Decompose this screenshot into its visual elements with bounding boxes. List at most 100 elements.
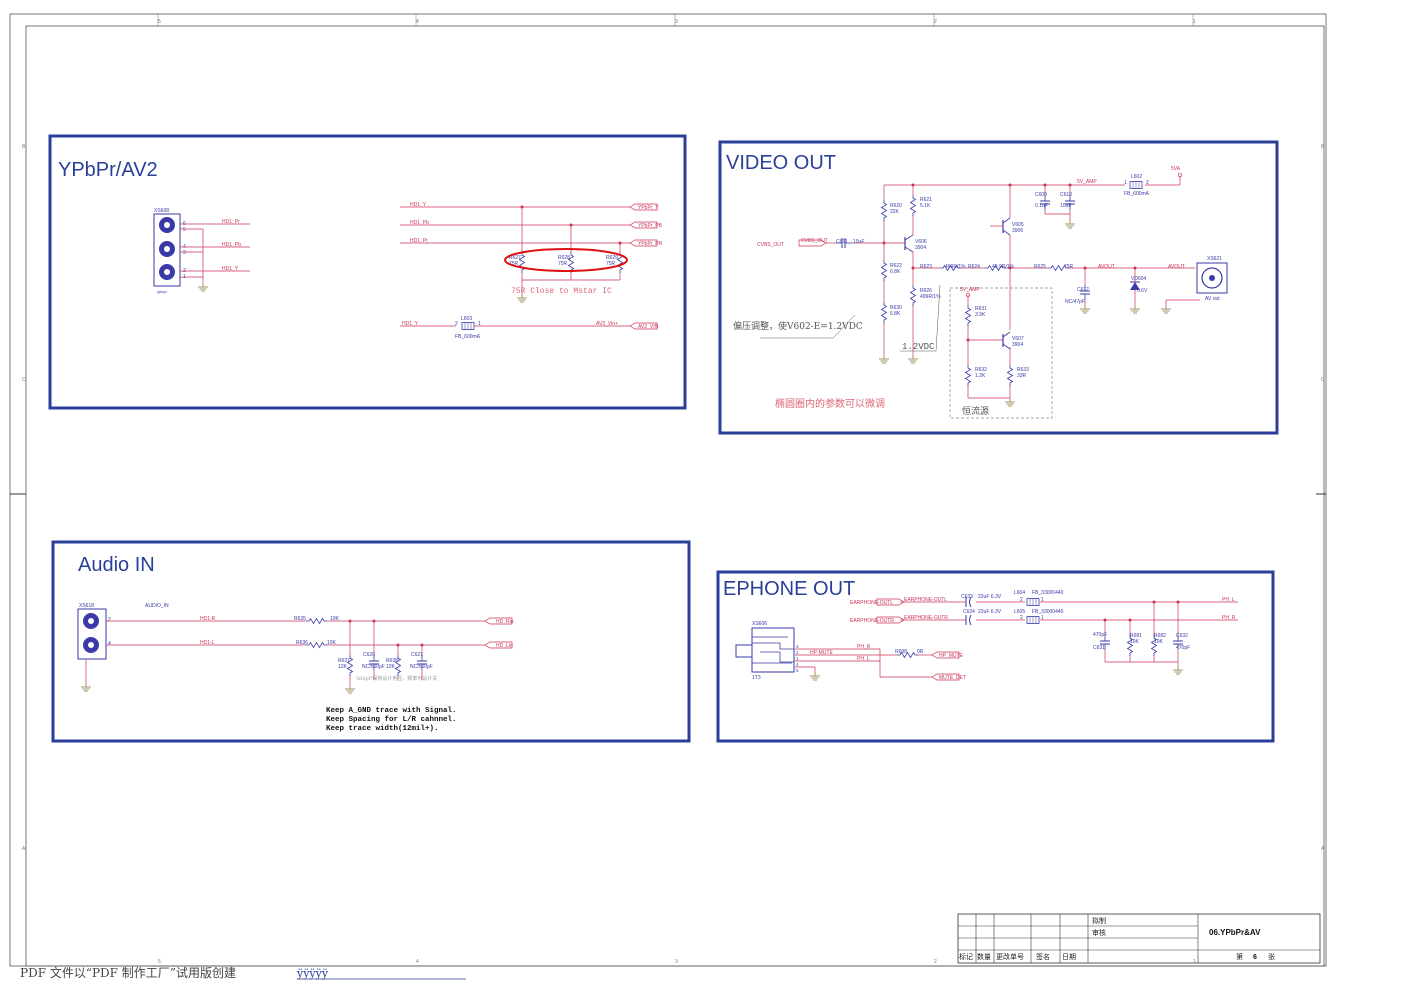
svg-text:1.2K: 1.2K xyxy=(975,373,986,379)
svg-text:R637: R637 xyxy=(338,658,350,664)
svg-text:更改单号: 更改单号 xyxy=(996,952,1024,961)
net-label: AV3_Vin+ xyxy=(596,321,618,327)
layout-note: Keep trace width(12mil+). xyxy=(326,725,439,733)
svg-text:R621: R621 xyxy=(920,197,932,203)
svg-text:470pF: 470pF xyxy=(1093,632,1107,638)
svg-text:FB_600mA: FB_600mA xyxy=(1124,191,1150,197)
block-title: Audio IN xyxy=(78,554,155,576)
svg-text:10uF: 10uF xyxy=(1060,203,1071,209)
port-label: YPbPr_Y xyxy=(638,205,659,211)
port-label: YPbPr_PB xyxy=(638,223,663,229)
svg-text:R638: R638 xyxy=(386,658,398,664)
svg-text:L604: L604 xyxy=(1014,590,1025,596)
svg-text:5.6V: 5.6V xyxy=(1137,288,1148,294)
svg-text:5: 5 xyxy=(183,227,186,233)
svg-text:R682: R682 xyxy=(1154,633,1166,639)
block-ypbpr: YPbPr/AV2 XS608 ypbpr 6 5 4 3 2 1 xyxy=(48,134,687,410)
svg-text:R633: R633 xyxy=(1017,367,1029,373)
col-marker: 1 xyxy=(1193,959,1196,965)
svg-text:75R: 75R xyxy=(1064,264,1074,270)
ref-label: L603 xyxy=(461,316,472,322)
net-label: HD1-L xyxy=(200,640,215,646)
col-marker: 2 xyxy=(934,19,937,25)
svg-text:0.1uF: 0.1uF xyxy=(1035,203,1048,209)
net-label: AUDIO_IN xyxy=(145,603,169,609)
svg-text:标记: 标记 xyxy=(959,952,973,961)
value-label: 75R xyxy=(558,261,568,267)
svg-text:XS618: XS618 xyxy=(79,603,94,609)
block-title: VIDEO OUT xyxy=(726,152,836,174)
footer-text: PDF 文件以“PDF 制作工厂”试用版创建 xyxy=(20,965,236,980)
svg-text:R681: R681 xyxy=(1130,633,1142,639)
ref-label: R627 xyxy=(509,255,521,261)
svg-text:C632: C632 xyxy=(1176,633,1188,639)
svg-text:拟制: 拟制 xyxy=(1092,916,1106,925)
net-label: EARPHONE-OUTR xyxy=(904,615,948,621)
svg-text:L605: L605 xyxy=(1014,609,1025,615)
svg-text:NC/47pF: NC/47pF xyxy=(1065,299,1085,305)
col-marker: 2 xyxy=(934,959,937,965)
svg-text:R622: R622 xyxy=(890,263,902,269)
svg-text:ypbpr: ypbpr xyxy=(157,289,168,294)
svg-text:R636: R636 xyxy=(296,640,308,646)
video-wires xyxy=(825,176,1200,399)
col-marker: 4 xyxy=(416,959,419,965)
svg-text:C612: C612 xyxy=(1077,287,1089,293)
svg-text:49.9R/1%: 49.9R/1% xyxy=(992,264,1015,270)
tuning-ellipse xyxy=(504,248,628,272)
svg-text:2: 2 xyxy=(455,321,458,327)
value-label: 10uF xyxy=(853,239,864,245)
small-note: 560pF保持设计电压，频率可设计关 xyxy=(356,675,437,682)
net-label: HP-MUTE xyxy=(810,650,833,656)
page-number: 6 xyxy=(1253,954,1257,961)
block-audio-in: Audio IN XS618 AUDIO_IN 2 4 xyxy=(51,540,691,743)
bias-note: 偏压调整，使V602-E=1.2VDC xyxy=(733,320,863,332)
svg-text:33R: 33R xyxy=(1017,373,1027,379)
net-label: HD1_Y xyxy=(410,202,427,208)
svg-text:1T3: 1T3 xyxy=(752,675,761,681)
svg-text:1: 1 xyxy=(1124,180,1127,186)
footer-link[interactable]: ÿÿÿÿÿ xyxy=(296,967,329,980)
svg-text:第: 第 xyxy=(1236,952,1243,961)
svg-text:470pF: 470pF xyxy=(1176,645,1190,651)
net-label: HD1-R xyxy=(200,616,216,622)
svg-text:4: 4 xyxy=(796,662,799,667)
layout-note: 75R Close to Mstar IC xyxy=(511,287,612,296)
svg-text:C631: C631 xyxy=(1093,645,1105,651)
value-label: FB_600mA xyxy=(455,334,481,340)
drawing-frame: 5 4 3 2 1 5 4 3 2 1 B C A B C A xyxy=(9,13,1327,967)
svg-text:C609: C609 xyxy=(1035,192,1047,198)
net-label: HD1_Pb xyxy=(410,220,429,226)
svg-text:FB_33000440: FB_33000440 xyxy=(1032,590,1064,596)
col-marker: 5 xyxy=(158,19,161,25)
svg-text:10K: 10K xyxy=(327,640,337,646)
transistor-v606 xyxy=(904,234,914,253)
svg-text:6.8K: 6.8K xyxy=(890,311,901,317)
svg-text:AV out: AV out xyxy=(1205,296,1220,302)
net-label: PH_R xyxy=(857,644,871,650)
current-source-box xyxy=(949,287,1053,419)
value-label: 75R xyxy=(509,261,519,267)
svg-text:3: 3 xyxy=(796,644,799,649)
ellipse-note: 椭圆圈内的参数可以微调 xyxy=(775,397,885,410)
svg-text:R630: R630 xyxy=(890,305,902,311)
port-label: CVBS_OUT xyxy=(757,242,784,248)
svg-text:1: 1 xyxy=(796,656,799,661)
ypbpr-left-wires xyxy=(180,223,250,283)
block-video-out: VIDEO OUT xyxy=(718,140,1279,435)
net-label: HD1_Pr xyxy=(222,219,240,225)
port-label: HP_MUTE xyxy=(939,653,964,659)
svg-text:NC/560pF: NC/560pF xyxy=(362,664,385,670)
svg-text:C610: C610 xyxy=(1060,192,1072,198)
row-marker: C xyxy=(1321,377,1325,383)
svg-text:5: 5 xyxy=(796,668,799,673)
svg-text:6.8K: 6.8K xyxy=(890,269,901,275)
layout-note: Keep Spacing for L/R cahnnel. xyxy=(326,716,457,724)
col-marker: 4 xyxy=(416,19,419,25)
svg-text:22uF 6.3V: 22uF 6.3V xyxy=(978,609,1002,615)
svg-text:2: 2 xyxy=(108,617,111,623)
net-label: PH_R xyxy=(1222,615,1236,621)
block-ephone-out: EPHONE OUT EARPHONE-OUTL EARPHONE-OUTR E… xyxy=(716,570,1275,743)
svg-text:3.9K: 3.9K xyxy=(975,312,986,318)
svg-text:1: 1 xyxy=(1041,615,1044,621)
